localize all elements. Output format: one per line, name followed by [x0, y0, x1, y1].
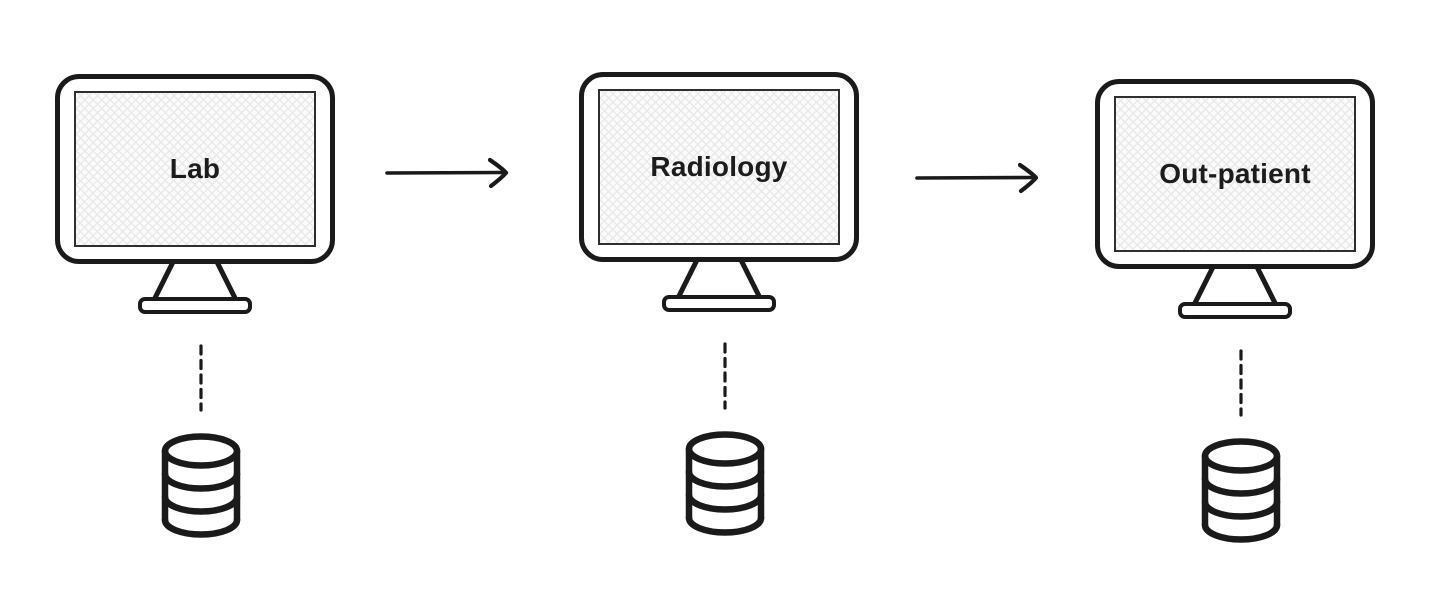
node-label: Lab — [169, 153, 221, 184]
workstation-radiology: Radiology — [579, 72, 859, 536]
monitor-screen: Radiology — [598, 89, 840, 245]
monitor-stand — [151, 260, 239, 300]
dashed-connector-line — [1239, 349, 1243, 417]
arrow-right-icon — [915, 162, 1039, 194]
dashed-connector-line — [723, 342, 727, 410]
monitor-base — [1178, 302, 1292, 319]
monitor-icon: Lab — [55, 74, 335, 264]
database-icon — [161, 433, 241, 538]
monitor-screen: Out-patient — [1114, 96, 1356, 252]
monitor-base — [138, 297, 252, 314]
monitor-stand — [675, 258, 763, 298]
monitor-screen: Lab — [74, 91, 316, 247]
node-label: Out-patient — [1159, 158, 1311, 189]
monitor-icon: Radiology — [579, 72, 859, 262]
monitor-icon: Out-patient — [1095, 79, 1375, 269]
monitor-stand — [1191, 265, 1279, 305]
workstation-out-patient: Out-patient — [1095, 79, 1375, 543]
dashed-connector-line — [199, 344, 203, 412]
workstation-lab: Lab — [55, 74, 335, 538]
node-label: Radiology — [650, 151, 788, 182]
database-icon — [1201, 438, 1281, 543]
monitor-base — [662, 295, 776, 312]
arrow-right-icon — [385, 157, 509, 189]
database-icon — [685, 431, 765, 536]
